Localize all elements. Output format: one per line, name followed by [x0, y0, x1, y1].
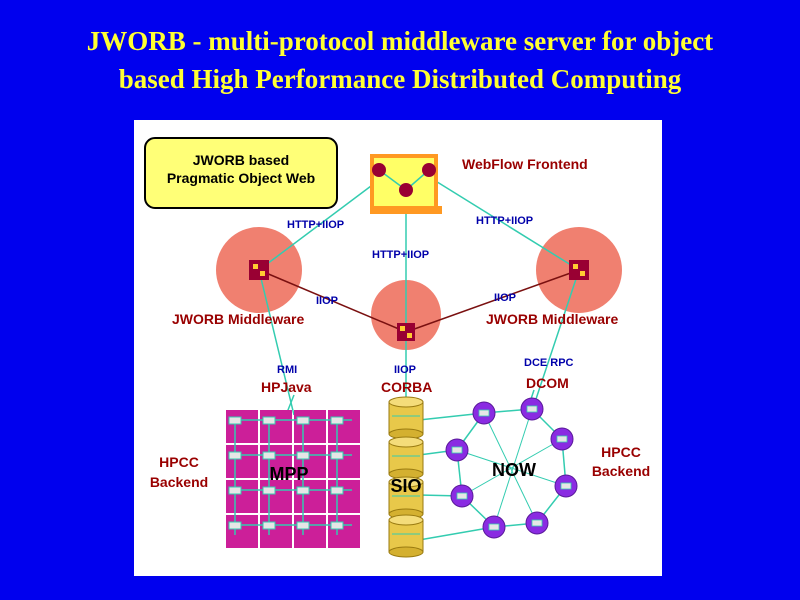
now-node-chip — [488, 523, 500, 531]
label-iiop-right: IIOP — [494, 292, 516, 304]
mpp-processor-block — [260, 445, 292, 478]
label-corba: CORBA — [381, 379, 432, 395]
mpp-node-chip — [262, 416, 276, 425]
label-hpcc-right-line-2: Backend — [592, 463, 650, 479]
mpp-node-chip — [228, 416, 242, 425]
label-mpp: MPP — [269, 464, 308, 484]
now-node-chip — [560, 482, 572, 490]
pragmatic-object-web-box — [144, 137, 338, 209]
mpp-node-chip — [330, 416, 344, 425]
mpp-node-chip — [330, 521, 344, 530]
mpp-processor-block — [328, 480, 360, 513]
now-node-chip — [478, 409, 490, 417]
mpp-processor-block — [260, 480, 292, 513]
now-node-chip — [531, 519, 543, 527]
slide-title-line-2: based High Performance Distributed Compu… — [118, 64, 682, 94]
now-cross-link — [456, 449, 567, 487]
label-hpcc-left-line-1: HPCC — [159, 454, 199, 470]
now-node-chip — [556, 435, 568, 443]
mpp-node-chip — [228, 521, 242, 530]
mpp-grid — [226, 410, 360, 548]
label-iiop-bottom: IIOP — [394, 364, 416, 376]
now-node-chip — [451, 446, 463, 454]
mpp-node-chip — [296, 486, 310, 495]
mpp-processor-block — [226, 410, 258, 443]
now-node-chip — [456, 492, 468, 500]
link-frontend-left — [258, 179, 380, 271]
label-now: NOW — [492, 460, 536, 480]
webflow-frontend-monitor — [370, 154, 442, 214]
sio-disk-top — [388, 514, 424, 526]
middleware-node-right — [569, 260, 589, 280]
mpp-processor-block — [294, 480, 326, 513]
sio-disk-top — [388, 476, 424, 488]
mpp-node-chip — [296, 451, 310, 460]
diagram-canvas: JWORB based Pragmatic Object Web WebFlow… — [144, 137, 650, 558]
label-hpjava: HPJava — [261, 379, 312, 395]
mpp-processor-block — [294, 445, 326, 478]
mpp-processor-block — [328, 515, 360, 548]
link-frontend-right — [433, 179, 580, 271]
mpp-processor-block — [226, 480, 258, 513]
middleware-node-center — [397, 323, 415, 341]
link-sio-now-4 — [418, 526, 495, 541]
middleware-halos — [216, 227, 622, 350]
pragmatic-box-line-2: Pragmatic Object Web — [167, 170, 315, 186]
link-right-dcom — [533, 269, 580, 406]
mpp-processor-block — [226, 515, 258, 548]
now-cross-link — [461, 438, 563, 497]
mpp-node-chip — [262, 521, 276, 530]
mpp-node-chip — [262, 451, 276, 460]
mpp-node-chip — [228, 451, 242, 460]
link-center-right — [405, 269, 580, 333]
pragmatic-box-line-1: JWORB based — [193, 152, 289, 168]
label-dce-rpc: DCE RPC — [524, 357, 574, 369]
label-http-iiop-left: HTTP+IIOP — [287, 219, 344, 231]
mpp-node-chip — [228, 486, 242, 495]
slide-title-line-1: JWORB - multi-protocol middleware server… — [86, 26, 714, 56]
mpp-processor-block — [260, 515, 292, 548]
mpp-node-chip — [330, 486, 344, 495]
architecture-diagram: JWORB based Pragmatic Object Web WebFlow… — [134, 120, 662, 576]
label-hpcc-right-line-1: HPCC — [601, 444, 641, 460]
now-node-chip — [526, 405, 538, 413]
label-http-iiop-right: HTTP+IIOP — [476, 215, 533, 227]
sio-disk-top — [388, 436, 424, 448]
label-iiop-left: IIOP — [316, 295, 338, 307]
mpp-node-chip — [262, 486, 276, 495]
sio-disk-stack — [388, 396, 424, 558]
now-network — [445, 397, 578, 539]
label-rmi: RMI — [277, 364, 297, 376]
label-jworb-middleware-left: JWORB Middleware — [172, 311, 304, 327]
mpp-processor-block — [294, 515, 326, 548]
mpp-processor-block — [328, 410, 360, 443]
label-http-iiop-center: HTTP+IIOP — [372, 249, 429, 261]
label-jworb-middleware-right: JWORB Middleware — [486, 311, 618, 327]
mpp-processor-block — [226, 445, 258, 478]
sio-disk-top — [388, 396, 424, 408]
mpp-node-chip — [296, 416, 310, 425]
link-left-hpjava — [258, 269, 295, 416]
label-hpcc-left-line-2: Backend — [150, 474, 208, 490]
middleware-node-left — [249, 260, 269, 280]
mpp-processor-block — [328, 445, 360, 478]
link-left-center — [258, 269, 407, 333]
mpp-processor-block — [260, 410, 292, 443]
mpp-node-chip — [330, 451, 344, 460]
label-sio: SIO — [390, 476, 421, 496]
middleware-links — [258, 269, 580, 333]
mpp-processor-block — [294, 410, 326, 443]
label-dcom: DCOM — [526, 375, 569, 391]
webflow-frontend-label: WebFlow Frontend — [462, 156, 588, 172]
sio-disk-bottom — [388, 546, 424, 558]
mpp-node-chip — [296, 521, 310, 530]
slide-title: JWORB - multi-protocol middleware server… — [0, 22, 800, 98]
